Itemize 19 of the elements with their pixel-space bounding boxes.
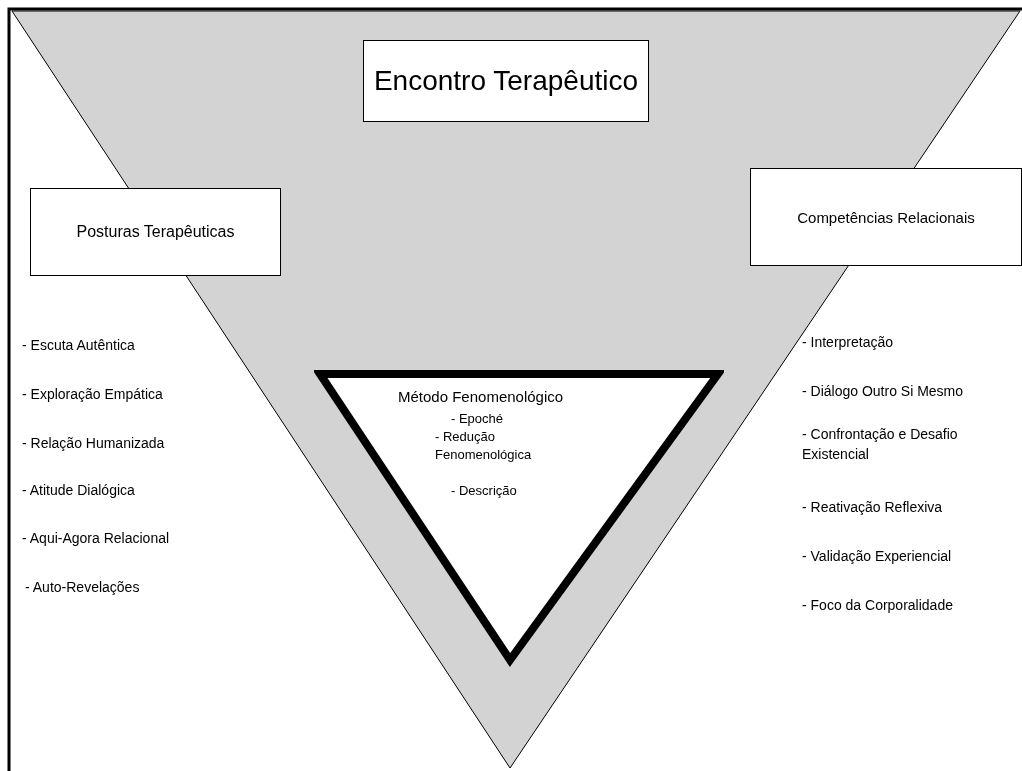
list-item: - Exploração Empática xyxy=(22,385,164,404)
list-item: - Escuta Autêntica xyxy=(22,336,136,355)
list-item: - Confrontação e Desafio Existencial xyxy=(802,425,959,464)
list-item: - Interpretação xyxy=(802,333,895,352)
list-item: - Reativação Reflexiva xyxy=(802,498,944,517)
list-item: - Redução Fenomenológica xyxy=(435,428,533,464)
list-item: - Foco da Corporalidade xyxy=(802,596,954,615)
triangle-heading: Método Fenomenológico xyxy=(398,388,564,406)
list-item: - Atitude Dialógica xyxy=(22,481,136,500)
list-item: - Relação Humanizada xyxy=(22,434,166,453)
list-item: - Validação Experiencial xyxy=(802,547,953,566)
list-item: - Diálogo Outro Si Mesmo xyxy=(802,382,965,401)
title-box: Posturas Terapêuticas xyxy=(30,188,281,276)
list-item: - Aqui-Agora Relacional xyxy=(22,529,171,548)
list-item: - Descrição xyxy=(451,482,517,500)
list-item: - Epoché xyxy=(451,410,504,428)
title-box: Encontro Terapêutico xyxy=(363,40,649,122)
list-item: - Auto-Revelações xyxy=(25,578,141,597)
title-box: Competências Relacionais xyxy=(750,168,1022,266)
